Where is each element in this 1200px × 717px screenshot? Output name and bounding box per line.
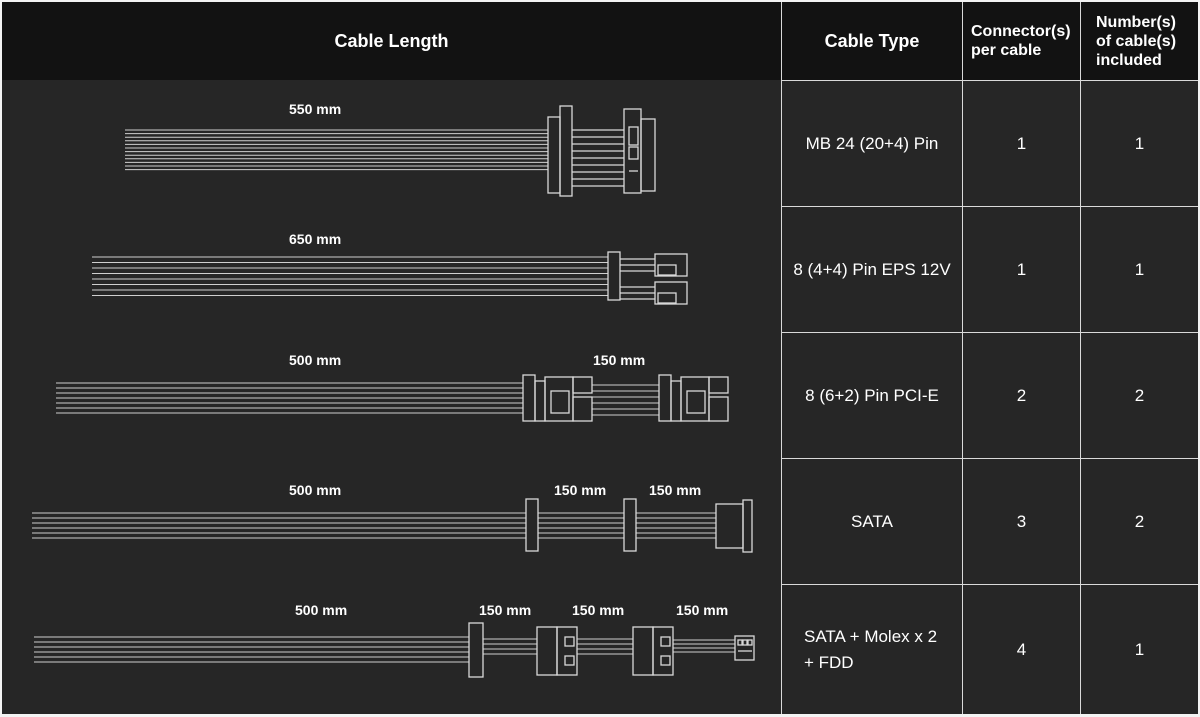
header-connectors-line1: Connector(s) (971, 23, 1071, 40)
cable-wire-bundle (125, 129, 548, 171)
length-label: 500 mm (295, 602, 348, 618)
divider (962, 2, 963, 714)
header-cable-count: Number(s) of cable(s) included (1081, 2, 1198, 80)
connectors-per-cable: 1 (1016, 259, 1027, 279)
cables-included: 1 (1134, 259, 1145, 279)
cable-type-sata-molex-fdd: SATA + Molex x 2 + FDD (782, 585, 962, 714)
length-label: 150 mm (676, 602, 729, 618)
cable-drawing-sata-molex-fdd: 500 mm 150 mm 150 mm 150 mm (2, 585, 781, 714)
length-label: 150 mm (572, 602, 625, 618)
divider (781, 206, 1198, 207)
cable-wire-bundle (673, 639, 735, 653)
length-label: 550 mm (289, 101, 342, 117)
connectors-per-cable: 4 (1016, 639, 1027, 659)
header-connectors-line2: per cable (971, 42, 1042, 59)
connectors-per-cable: 1 (1016, 133, 1027, 153)
header-cable-length: Cable Length (2, 2, 781, 80)
header-count-line3: included (1096, 51, 1162, 69)
divider (781, 458, 1198, 459)
header-cable-type: Cable Type (782, 2, 962, 80)
cable-wire-bundle (92, 256, 608, 296)
header-count-line2: of cable(s) (1096, 32, 1177, 50)
pcie-8pin-connector-icon (56, 374, 729, 422)
divider (781, 584, 1198, 585)
divider (781, 80, 1198, 81)
cable-type-line2: + FDD (804, 652, 854, 672)
cable-type-mb24: MB 24 (20+4) Pin (805, 133, 939, 153)
cable-type-pcie: 8 (6+2) Pin PCI-E (805, 385, 939, 405)
cable-type-eps: 8 (4+4) Pin EPS 12V (793, 259, 951, 279)
cables-included: 2 (1134, 385, 1145, 405)
length-label: 650 mm (289, 231, 342, 247)
cable-drawing-pcie: 500 mm 150 mm (2, 333, 781, 458)
connectors-per-cable: 3 (1016, 511, 1027, 531)
cables-included: 1 (1134, 133, 1145, 153)
cable-wire-bundle (56, 382, 523, 414)
divider (781, 2, 782, 714)
header-cable-length-label: Cable Length (334, 30, 449, 51)
cable-type-line1: SATA + Molex x 2 (804, 626, 938, 646)
molex-connector-icon (34, 622, 755, 678)
cable-wire-bundle (636, 512, 716, 539)
connectors-per-cable: 2 (1016, 385, 1027, 405)
cable-wire-bundle (34, 636, 469, 663)
header-cable-type-label: Cable Type (824, 30, 920, 51)
fdd-connector-icon (734, 635, 755, 661)
header-count-line1: Number(s) (1096, 13, 1177, 31)
cables-included: 2 (1134, 511, 1145, 531)
eps-8pin-connector-icon (92, 251, 688, 305)
length-label: 150 mm (649, 482, 702, 498)
cable-wire-bundle (577, 638, 633, 655)
cable-wire-bundle (592, 384, 659, 416)
cable-drawing-sata: 500 mm 150 mm 150 mm (2, 459, 781, 584)
length-label: 500 mm (289, 352, 342, 368)
cable-type-sata: SATA (851, 511, 893, 531)
cable-wire-bundle (483, 638, 537, 655)
length-label: 150 mm (554, 482, 607, 498)
cable-drawing-mb24: 550 mm (2, 81, 781, 206)
header-connectors: Connector(s) per cable (963, 2, 1080, 80)
cable-wire-bundle (538, 512, 624, 539)
cables-included: 1 (1134, 639, 1145, 659)
length-label: 150 mm (593, 352, 646, 368)
divider (1080, 2, 1081, 714)
cable-drawing-eps: 650 mm (2, 207, 781, 332)
divider (781, 332, 1198, 333)
length-label: 150 mm (479, 602, 532, 618)
atx-24pin-connector-icon (125, 105, 656, 197)
length-label: 500 mm (289, 482, 342, 498)
cable-wire-bundle (32, 512, 526, 539)
sata-connector-icon (32, 498, 753, 553)
